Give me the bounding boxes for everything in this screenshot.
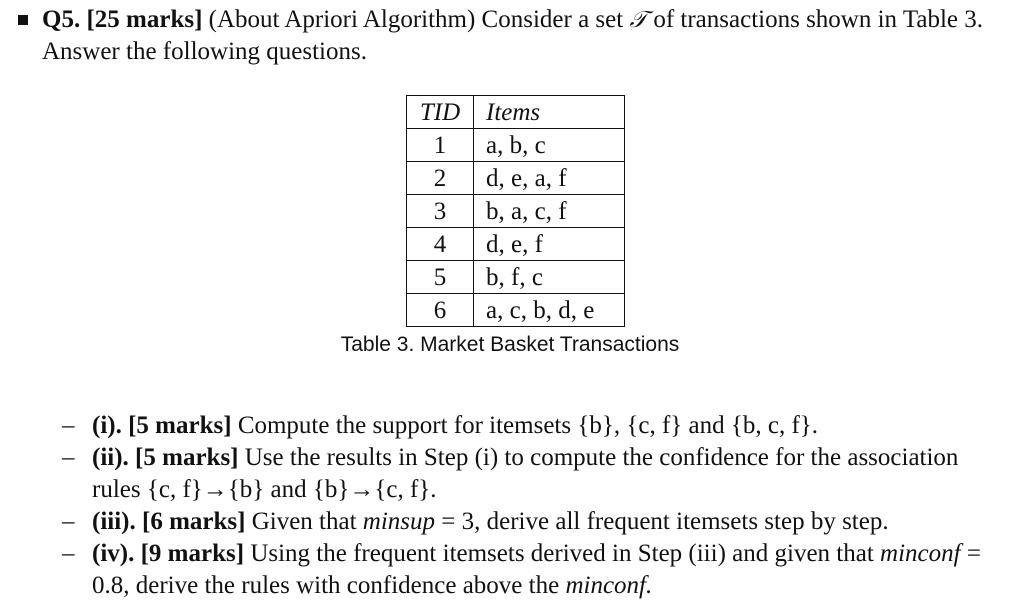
- subquestion-text: Using the frequent itemsets derived in S…: [250, 540, 874, 567]
- cell-tid: 6: [406, 293, 474, 327]
- subquestion-label: (iii). [6 marks]: [92, 508, 246, 535]
- table-row: 6 a, c, b, d, e: [406, 293, 625, 327]
- table-header-row: TID Items: [406, 95, 625, 129]
- table-row: 4 d, e, f: [406, 227, 625, 261]
- variable-minsup: minsup: [362, 508, 436, 535]
- set-symbol: 𝒯: [629, 7, 648, 33]
- subquestion-label: (ii). [5 marks]: [92, 444, 239, 471]
- table-row: 5 b, f, c: [406, 260, 625, 294]
- question-intro-end: of transactions shown in Table 3. Answer…: [42, 6, 984, 65]
- cell-tid: 3: [406, 194, 474, 228]
- cell-items: d, e, f: [473, 227, 625, 261]
- subquestion-label: (i). [5 marks]: [92, 412, 232, 439]
- question-intro-start: (About Apriori Algorithm) Consider a set: [208, 6, 624, 33]
- subquestion-i: – (i). [5 marks] Compute the support for…: [62, 410, 1012, 442]
- subquestion-iii: – (iii). [6 marks] Given that minsup = 3…: [62, 506, 1012, 538]
- subquestion-list: – (i). [5 marks] Compute the support for…: [62, 410, 1012, 602]
- cell-items: a, b, c: [473, 128, 625, 162]
- subquestion-text: = 3, derive all frequent itemsets step b…: [441, 508, 889, 535]
- cell-items: b, a, c, f: [473, 194, 625, 228]
- subquestion-label: (iv). [9 marks]: [92, 540, 245, 567]
- cell-items: d, e, a, f: [473, 161, 625, 195]
- subquestion-text: Compute the support for itemsets {b}, {c…: [237, 412, 819, 439]
- cell-tid: 2: [406, 161, 474, 195]
- table-row: 3 b, a, c, f: [406, 194, 625, 228]
- question-text: Q5. [25 marks] (About Apriori Algorithm)…: [42, 4, 1017, 68]
- question-label: Q5. [25 marks]: [42, 6, 203, 33]
- header-items: Items: [473, 95, 625, 129]
- dash-marker: –: [62, 412, 75, 439]
- table-caption: Table 3. Market Basket Transactions: [340, 333, 680, 356]
- cell-tid: 5: [406, 260, 474, 294]
- subquestion-text: = 0.8, derive the rules with confidence …: [92, 540, 981, 599]
- subquestion-ii: – (ii). [5 marks] Use the results in Ste…: [62, 442, 1012, 506]
- cell-tid: 4: [406, 227, 474, 261]
- subquestion-text: Use the results in Step (i) to compute t…: [92, 444, 959, 503]
- cell-tid: 1: [406, 128, 474, 162]
- transactions-table-container: TID Items 1 a, b, c 2 d, e, a, f 3 b, a,…: [406, 95, 625, 327]
- bullet-marker: [18, 15, 28, 25]
- subquestion-iv: – (iv). [9 marks] Using the frequent ite…: [62, 538, 1012, 602]
- table-row: 1 a, b, c: [406, 128, 625, 162]
- variable-minconf-end: minconf.: [565, 572, 653, 599]
- dash-marker: –: [62, 508, 75, 535]
- table-row: 2 d, e, a, f: [406, 161, 625, 195]
- variable-minconf: minconf: [880, 540, 961, 567]
- dash-marker: –: [62, 540, 75, 567]
- header-tid: TID: [406, 95, 474, 129]
- subquestion-text: Given that: [251, 508, 357, 535]
- dash-marker: –: [62, 444, 75, 471]
- cell-items: a, c, b, d, e: [473, 293, 625, 327]
- cell-items: b, f, c: [473, 260, 625, 294]
- transactions-table: TID Items 1 a, b, c 2 d, e, a, f 3 b, a,…: [406, 95, 625, 327]
